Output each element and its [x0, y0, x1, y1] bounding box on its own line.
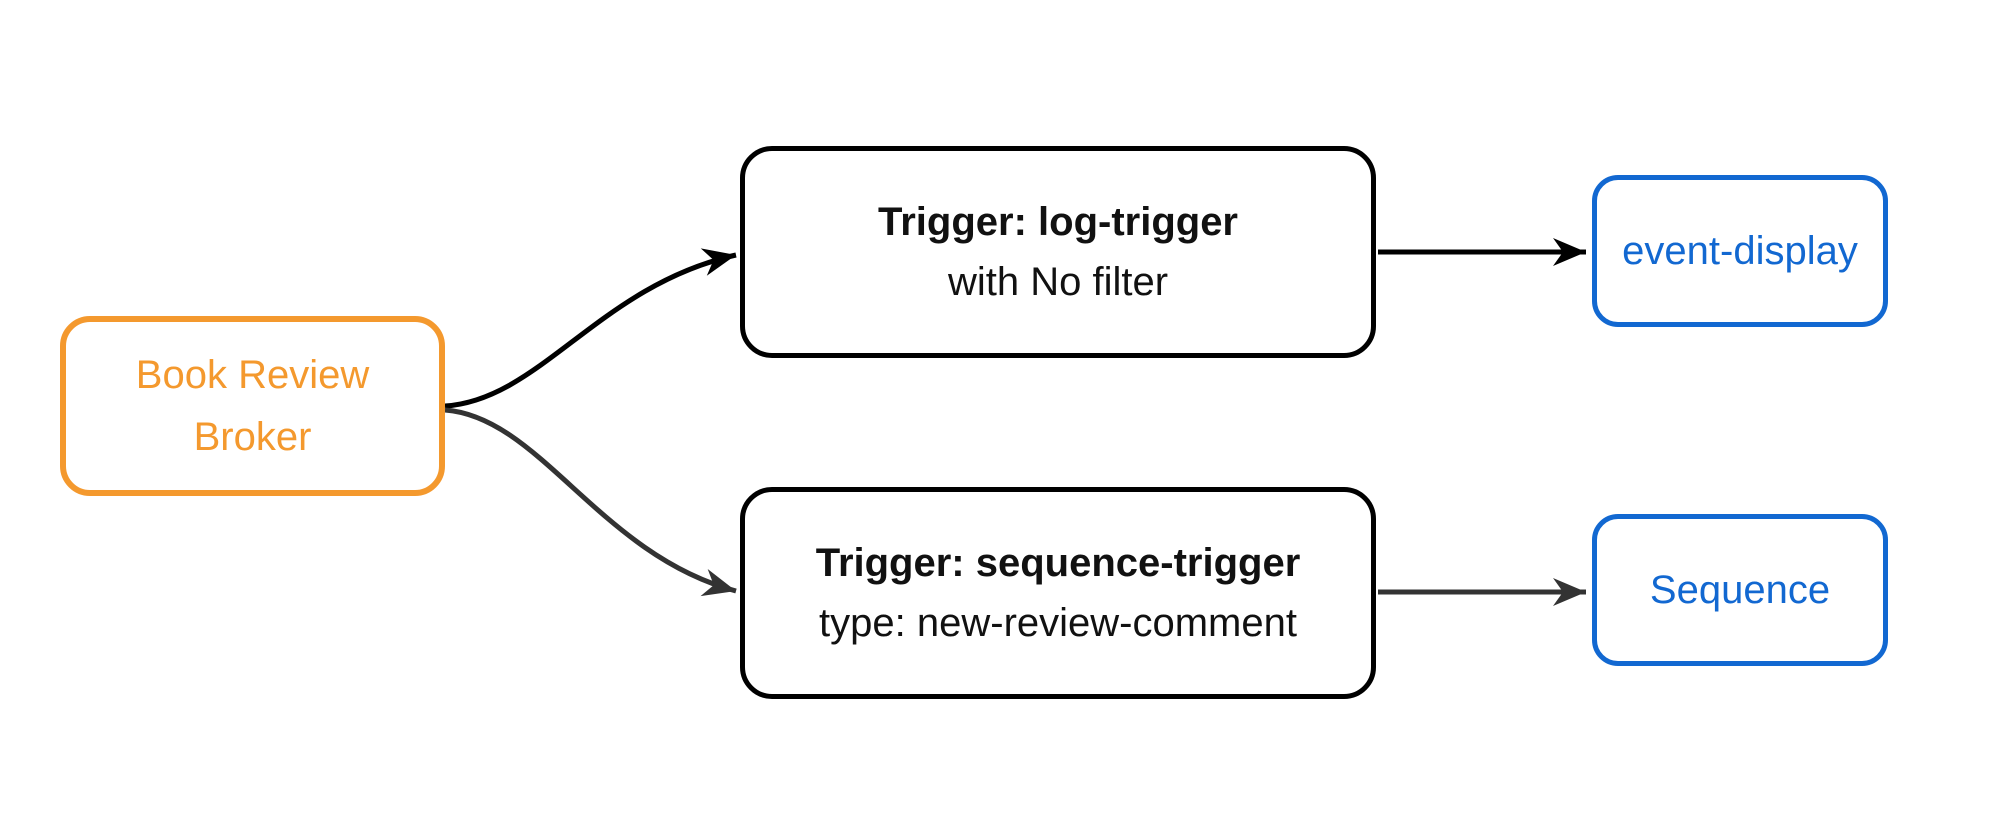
broker-label-line1: Book Review — [135, 353, 370, 397]
sequence-trigger-subtitle: type: new-review-comment — [819, 601, 1297, 645]
sequence-label: Sequence — [1649, 568, 1831, 612]
log-trigger-subtitle: with No filter — [947, 260, 1169, 304]
broker-label-line2: Broker — [193, 415, 312, 459]
edge-broker-to-sequence-trigger — [444, 407, 737, 597]
sequence-trigger-title: Trigger: sequence-trigger — [815, 541, 1301, 585]
log-trigger-title: Trigger: log-trigger — [878, 200, 1238, 244]
sequence-trigger-node: Trigger: sequence-trigger type: new-revi… — [740, 487, 1376, 699]
edge-broker-to-log-trigger — [444, 248, 737, 409]
event-display-label: event-display — [1622, 229, 1858, 273]
sequence-node: Sequence — [1592, 514, 1888, 666]
log-trigger-node: Trigger: log-trigger with No filter — [740, 146, 1376, 358]
broker-node: Book Review Broker — [60, 316, 445, 496]
event-display-node: event-display — [1592, 175, 1888, 327]
